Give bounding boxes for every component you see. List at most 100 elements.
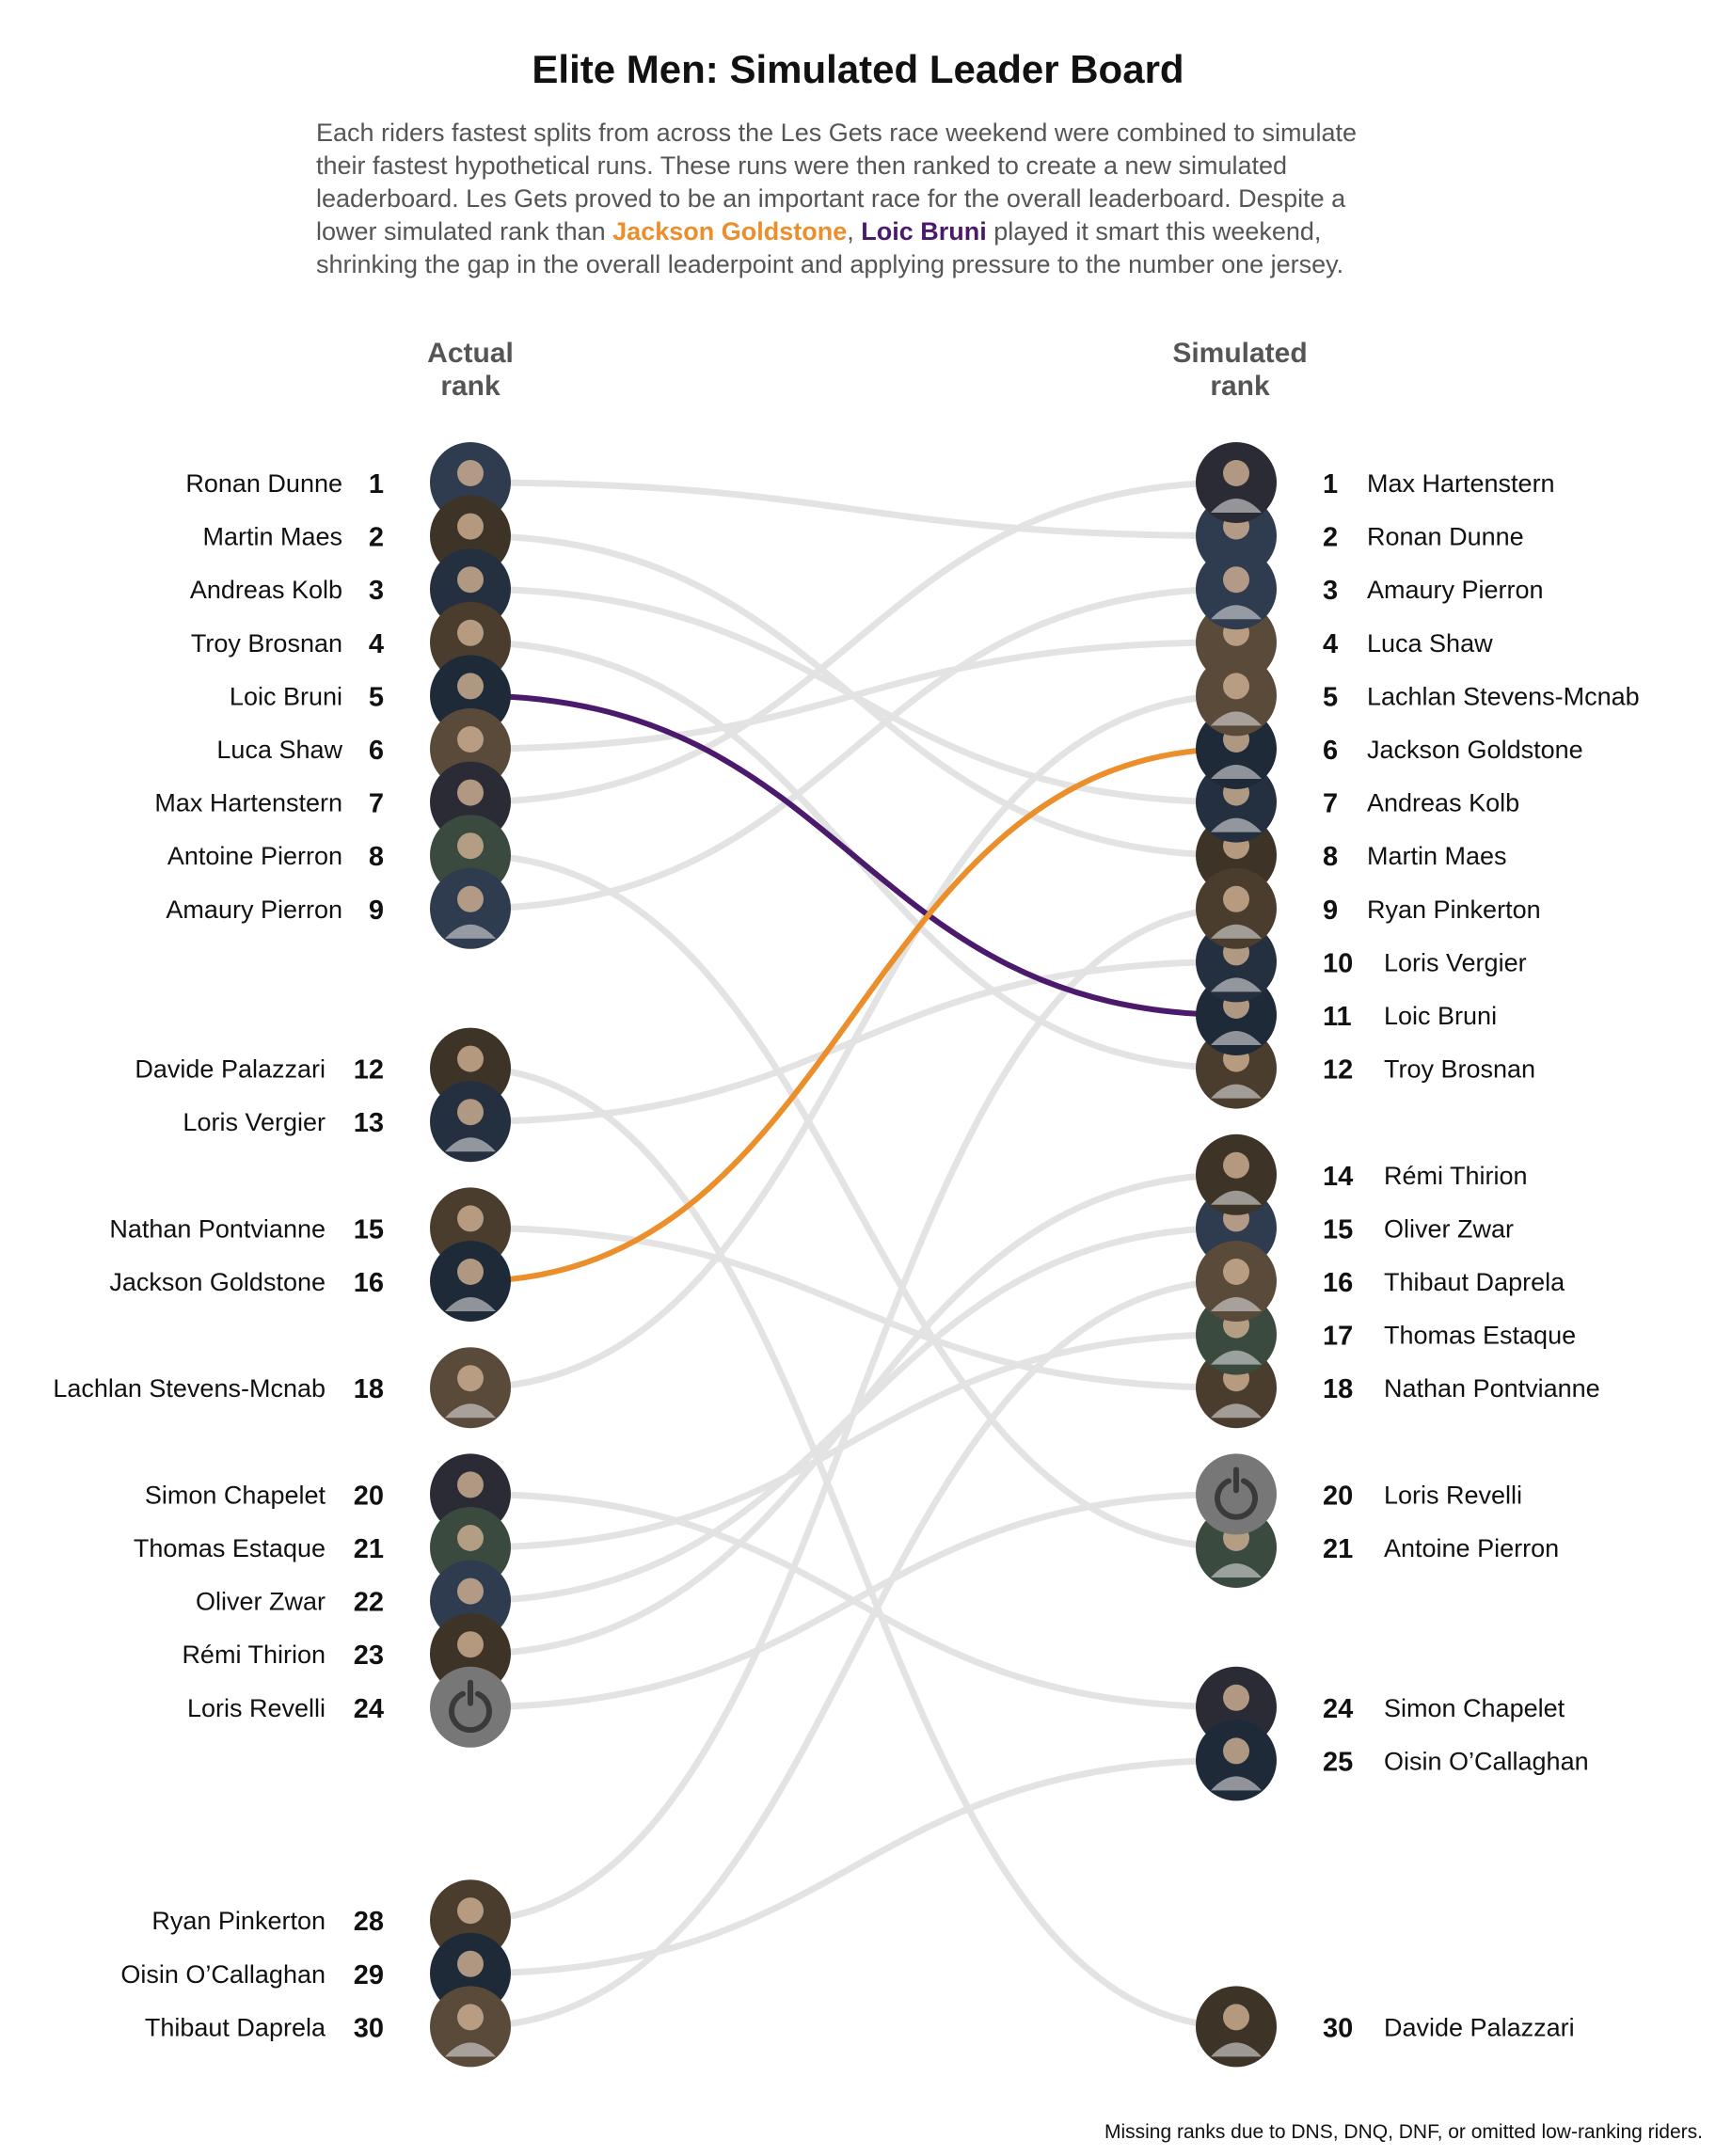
avatar-head bbox=[457, 1577, 484, 1605]
avatars-simulated bbox=[1196, 442, 1277, 2068]
avatar-body bbox=[1211, 817, 1262, 832]
simulated-rank-number: 24 bbox=[1323, 1694, 1353, 1724]
actual-rider-name: Nathan Pontvianne bbox=[109, 1214, 326, 1243]
simulated-rider-name: Loris Vergier bbox=[1384, 948, 1527, 976]
actual-rider-name: Luca Shaw bbox=[216, 736, 342, 764]
avatar-body bbox=[1211, 711, 1262, 726]
actual-rank-number: 29 bbox=[354, 1960, 384, 1990]
simulated-rank-number: 2 bbox=[1323, 523, 1338, 553]
simulated-rank-number: 7 bbox=[1323, 789, 1338, 819]
actual-rider-name: Andreas Kolb bbox=[190, 576, 342, 604]
simulated-rank-number: 16 bbox=[1323, 1268, 1353, 1298]
actual-rank-number: 30 bbox=[354, 2013, 384, 2043]
avatar-circle bbox=[430, 1666, 511, 1748]
simulated-rank-number: 3 bbox=[1323, 576, 1338, 606]
rider-avatar-left-loris-revelli bbox=[430, 1666, 511, 1748]
simulated-rider-name: Antoine Pierron bbox=[1384, 1534, 1559, 1562]
rider-avatar-right-thibaut-daprela bbox=[1196, 1241, 1277, 1322]
rank-line-nathan-pontvianne bbox=[467, 1224, 1240, 1391]
actual-rank-number: 18 bbox=[354, 1374, 384, 1404]
rank-line-max-hartenstern bbox=[467, 479, 1240, 806]
avatar-body bbox=[1211, 605, 1262, 620]
chart-subtitle: Each riders fastest splits from across t… bbox=[316, 117, 1389, 281]
rank-line-lachlan-stevens-mcnab bbox=[467, 691, 1240, 1391]
avatar-head bbox=[457, 619, 484, 646]
actual-rider-name: Amaury Pierron bbox=[166, 896, 342, 924]
avatar-body bbox=[1211, 765, 1262, 779]
simulated-rank-number: 12 bbox=[1323, 1055, 1353, 1086]
avatar-head bbox=[457, 1259, 484, 1285]
actual-rider-name: Oliver Zwar bbox=[196, 1588, 326, 1616]
avatar-head bbox=[457, 1205, 484, 1232]
rank-line-davide-palazzari bbox=[467, 1065, 1240, 2030]
simulated-rank-number: 5 bbox=[1323, 682, 1338, 712]
rank-line-oisin-o-callaghan bbox=[467, 1756, 1240, 1977]
avatar-head bbox=[457, 2004, 484, 2031]
avatar-body bbox=[1211, 1563, 1262, 1577]
avatar-head bbox=[1223, 1737, 1249, 1765]
actual-rider-name: Thomas Estaque bbox=[134, 1534, 326, 1562]
avatar-body bbox=[1211, 1297, 1262, 1311]
avatar-body bbox=[1211, 924, 1262, 939]
rider-avatar-right-amaury-pierron bbox=[1196, 548, 1277, 630]
actual-rank-number: 23 bbox=[354, 1641, 384, 1671]
avatar-head bbox=[1223, 885, 1249, 912]
rider-avatar-left-jackson-goldstone bbox=[430, 1241, 511, 1322]
actual-rider-name: Loris Vergier bbox=[183, 1108, 326, 1136]
simulated-rider-name: Davide Palazzari bbox=[1384, 2013, 1575, 2041]
simulated-rank-number: 6 bbox=[1323, 736, 1338, 766]
actual-rank-number: 22 bbox=[354, 1588, 384, 1618]
actual-rank-number: 13 bbox=[354, 1108, 384, 1138]
subtitle-text-1: Each riders fastest splits from across t… bbox=[316, 119, 1357, 246]
actual-rider-name: Simon Chapelet bbox=[145, 1481, 326, 1509]
avatar-head bbox=[1223, 460, 1249, 486]
actual-rank-number: 28 bbox=[354, 1907, 384, 1937]
avatar-body bbox=[445, 1297, 496, 1311]
rider-avatar-left-loris-vergier bbox=[430, 1081, 511, 1163]
simulated-rider-name: Ryan Pinkerton bbox=[1367, 896, 1541, 924]
rank-line-ryan-pinkerton bbox=[467, 905, 1240, 1924]
avatar-head bbox=[457, 566, 484, 594]
rank-line-ronan-dunne bbox=[467, 479, 1240, 540]
subtitle-text-2: played it smart this weekend, shrinking … bbox=[316, 217, 1344, 278]
rider-avatar-right-davide-palazzari bbox=[1196, 1986, 1277, 2068]
simulated-rank-number: 25 bbox=[1323, 1747, 1353, 1777]
actual-rider-name: Loic Bruni bbox=[230, 682, 342, 710]
simulated-rank-number: 10 bbox=[1323, 948, 1353, 978]
actual-rank-header: Actual rank bbox=[427, 338, 514, 402]
simulated-rank-number: 17 bbox=[1323, 1322, 1353, 1352]
actual-rider-name: Davide Palazzari bbox=[135, 1055, 326, 1084]
avatar-head bbox=[457, 1471, 484, 1498]
simulated-rider-name: Oisin O’Callaghan bbox=[1384, 1747, 1589, 1775]
avatar-body bbox=[1211, 499, 1262, 513]
avatar-body bbox=[445, 2042, 496, 2057]
avatar-head bbox=[457, 460, 484, 486]
simulated-rider-name: Simon Chapelet bbox=[1384, 1694, 1565, 1722]
rider-avatar-left-thibaut-daprela bbox=[430, 1986, 511, 2068]
avatar-body bbox=[1211, 1403, 1262, 1419]
avatar-head bbox=[457, 1045, 484, 1072]
actual-rank-number: 4 bbox=[369, 629, 384, 659]
actual-rider-name: Ryan Pinkerton bbox=[151, 1907, 326, 1935]
rank-line-thomas-estaque bbox=[467, 1331, 1240, 1551]
avatar-head bbox=[1223, 1151, 1249, 1179]
avatar-body bbox=[1211, 1350, 1262, 1365]
actual-rank-number: 2 bbox=[369, 523, 384, 553]
actual-rider-name: Antoine Pierron bbox=[167, 842, 342, 870]
simulated-rider-name: Rémi Thirion bbox=[1384, 1162, 1528, 1190]
simulated-rider-name: Thomas Estaque bbox=[1384, 1322, 1576, 1350]
simulated-rider-name: Luca Shaw bbox=[1367, 629, 1493, 658]
simulated-rank-number: 21 bbox=[1323, 1534, 1353, 1564]
rider-avatar-left-lachlan-stevens-mcnab bbox=[430, 1347, 511, 1429]
rider-avatar-right-oisin-o-callaghan bbox=[1196, 1720, 1277, 1801]
avatar-body bbox=[1211, 1084, 1262, 1099]
avatar-body bbox=[1211, 1190, 1262, 1205]
connector-lines-grey bbox=[467, 479, 1240, 2030]
avatar-head bbox=[1223, 2004, 1249, 2031]
avatar-head bbox=[457, 1099, 484, 1126]
simulated-rider-name: Loris Revelli bbox=[1384, 1481, 1522, 1509]
actual-rider-name: Oisin O’Callaghan bbox=[120, 1960, 326, 1989]
actual-rank-number: 15 bbox=[354, 1214, 384, 1244]
avatar-head bbox=[1223, 566, 1249, 594]
